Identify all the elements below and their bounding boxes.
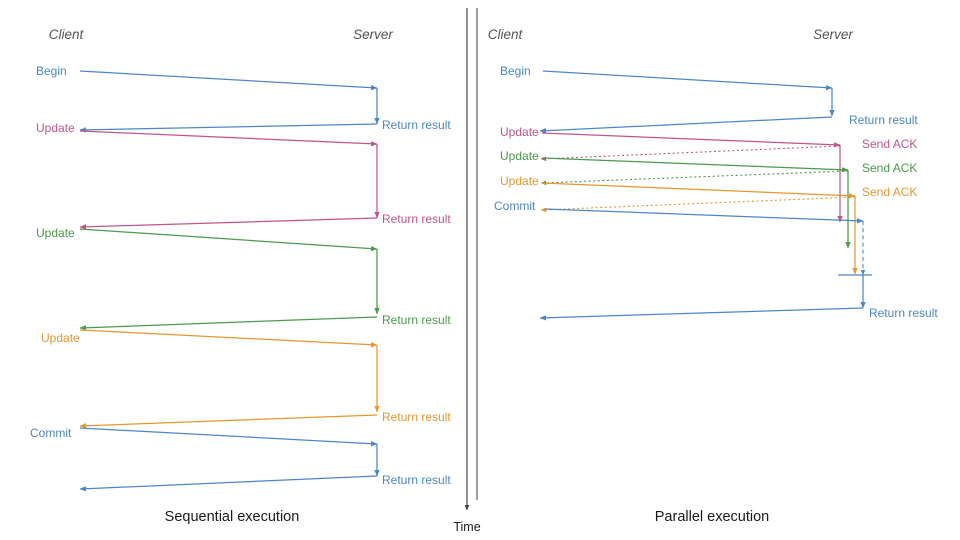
label-update2-return: Return result — [382, 313, 451, 327]
arrow-update3-request — [79, 329, 378, 348]
label-update1-request: Update — [36, 121, 75, 135]
time-axis-label: Time — [453, 520, 480, 534]
label-commit-return: Return result — [382, 473, 451, 487]
actor-label-server: Server — [813, 27, 853, 42]
message-begin-return: Return result — [79, 118, 451, 133]
arrow-commit-return — [539, 307, 864, 321]
arrow-update1-ack — [540, 145, 841, 162]
arrow-update3-return — [79, 414, 378, 429]
arrow-update3-ack — [540, 196, 856, 213]
label-commit-return: Return result — [869, 306, 938, 320]
arrow-update3-request — [541, 182, 856, 199]
label-commit-request: Commit — [494, 199, 536, 213]
arrow-begin-return — [79, 123, 378, 133]
label-begin-request: Begin — [500, 64, 531, 78]
label-update2-request: Update — [36, 226, 75, 240]
label-update3-request: Update — [41, 331, 80, 345]
panel-caption-parallel: Parallel execution — [655, 509, 769, 525]
arrow-update1-return — [79, 217, 378, 230]
label-begin-return: Return result — [382, 118, 451, 132]
label-update1-ack: Send ACK — [862, 137, 917, 151]
label-commit-request: Commit — [30, 426, 72, 440]
arrow-update2-request — [79, 228, 378, 252]
arrow-begin-request — [542, 70, 833, 91]
label-begin-request: Begin — [36, 64, 67, 78]
arrow-commit-return — [79, 475, 378, 492]
arrow-commit-request — [79, 427, 378, 447]
message-update1-request: Update — [36, 121, 378, 147]
message-commit-request: Commit — [494, 199, 864, 224]
label-update1-return: Return result — [382, 212, 451, 226]
actor-label-server: Server — [353, 27, 393, 42]
message-begin-return: Return result — [539, 113, 918, 134]
message-update3-ack: Send ACK — [540, 185, 917, 213]
actor-label-client: Client — [488, 27, 524, 42]
message-commit-request: Commit — [30, 426, 378, 447]
arrow-update1-request — [79, 130, 378, 147]
label-update3-request: Update — [500, 174, 539, 188]
arrow-begin-return — [539, 116, 833, 134]
arrow-commit-request — [544, 208, 864, 224]
message-update2-request: Update — [36, 226, 378, 252]
label-update3-ack: Send ACK — [862, 185, 917, 199]
message-commit-return: Return result — [79, 473, 451, 492]
label-update2-request: Update — [500, 149, 539, 163]
arrow-update2-request — [541, 157, 849, 173]
label-update3-return: Return result — [382, 410, 451, 424]
message-update1-ack: Send ACK — [540, 137, 917, 162]
message-update3-request: Update — [41, 329, 378, 348]
message-update2-return: Return result — [79, 313, 451, 331]
arrow-update2-return — [79, 316, 378, 331]
message-begin-request: Begin — [500, 64, 833, 91]
label-update1-request: Update — [500, 125, 539, 139]
label-begin-return: Return result — [849, 113, 918, 127]
panel-caption-sequential: Sequential execution — [165, 509, 300, 525]
message-commit-return: Return result — [539, 306, 938, 321]
arrow-update2-ack — [540, 170, 849, 186]
actor-label-client: Client — [49, 27, 85, 42]
label-update2-ack: Send ACK — [862, 161, 917, 175]
message-update1-return: Return result — [79, 212, 451, 230]
arrow-update1-request — [541, 132, 841, 148]
time-axis-layer: Time — [453, 8, 481, 534]
message-update3-return: Return result — [79, 410, 451, 429]
message-update3-request: Update — [500, 174, 856, 199]
message-update2-request: Update — [500, 149, 849, 173]
message-update2-ack: Send ACK — [540, 161, 917, 186]
message-update1-request: Update — [500, 125, 841, 148]
arrow-begin-request — [79, 70, 378, 91]
message-begin-request: Begin — [36, 64, 378, 91]
